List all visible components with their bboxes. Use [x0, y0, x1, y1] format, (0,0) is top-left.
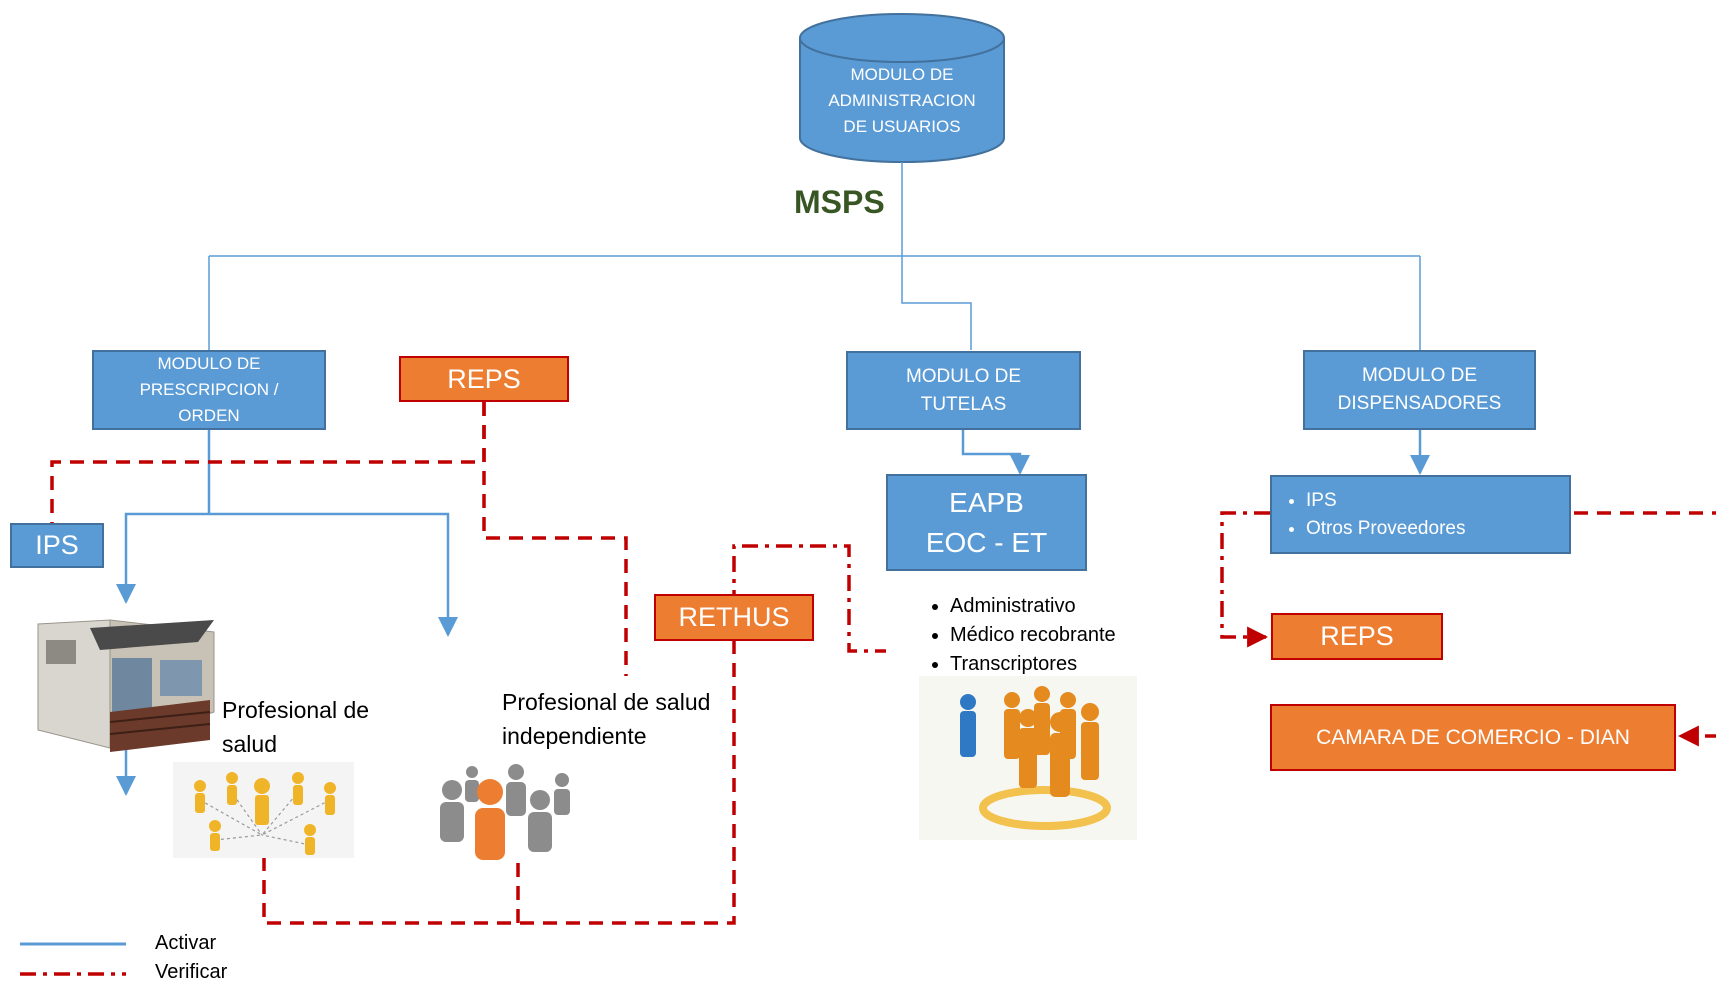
tutelas-roles: Administrativo Médico recobrante Transcr… — [900, 592, 1116, 679]
legend-activar: Activar — [155, 932, 217, 954]
profesional-indep-line-1: Profesional de salud — [502, 689, 711, 715]
root-line-3: DE USUARIOS — [843, 117, 961, 136]
health-network-image — [173, 762, 354, 858]
roles-list: Administrativo Médico recobrante Transcr… — [900, 592, 1116, 679]
independent-professional-image — [440, 764, 570, 860]
dispensadores-providers: IPS Otros Proveedores — [1270, 475, 1571, 554]
modulo-administracion-usuarios: MODULO DE ADMINISTRACION DE USUARIOS — [800, 56, 1004, 146]
activar-arrows — [116, 430, 1430, 796]
legend-verificar: Verificar — [155, 961, 228, 983]
modulo-dispensadores: MODULO DE DISPENSADORES — [1303, 350, 1536, 430]
root-line-1: MODULO DE — [850, 65, 954, 84]
providers-list: IPS Otros Proveedores — [1284, 487, 1465, 543]
prescripcion-line-2: PRESCRIPCION / — [139, 380, 279, 399]
eapb-line-1: EAPB — [949, 486, 1024, 518]
reps-right: REPS — [1271, 613, 1443, 660]
profesional-salud-label: Profesional de salud — [222, 693, 369, 761]
role-medico-recobrante: Médico recobrante — [950, 621, 1116, 650]
modulo-prescripcion: MODULO DE PRESCRIPCION / ORDEN — [92, 350, 326, 430]
tutelas-line-1: MODULO DE — [905, 365, 1022, 387]
profesional-salud-line-2: salud — [222, 731, 277, 757]
ips-left: IPS — [10, 523, 104, 568]
database-cylinder — [799, 13, 1005, 163]
dispensadores-line-2: DISPENSADORES — [1337, 393, 1502, 414]
eapb-eoc-et: EAPB EOC - ET — [886, 474, 1087, 571]
legend-lines — [20, 942, 126, 976]
eapb-line-2: EOC - ET — [925, 526, 1048, 558]
prescripcion-line-3: ORDEN — [178, 406, 240, 425]
camara-comercio-dian: CAMARA DE COMERCIO - DIAN — [1270, 704, 1676, 771]
role-administrativo: Administrativo — [950, 592, 1116, 621]
rethus: RETHUS — [654, 594, 814, 641]
activar-connectors — [208, 162, 1421, 350]
prescripcion-line-1: MODULO DE — [157, 354, 261, 373]
team-people-image — [919, 676, 1137, 840]
modulo-tutelas: MODULO DE TUTELAS — [846, 351, 1081, 430]
msps-label: MSPS — [794, 184, 885, 220]
provider-otros: Otros Proveedores — [1306, 515, 1465, 543]
profesional-independiente-label: Profesional de salud independiente — [502, 685, 710, 753]
reps-left: REPS — [399, 356, 569, 402]
tutelas-line-2: TUTELAS — [920, 393, 1007, 415]
dispensadores-line-1: MODULO DE — [1361, 365, 1478, 386]
verificar-connectors — [50, 402, 1716, 925]
verificar-dashdot — [732, 511, 1270, 653]
clinic-building-image — [37, 619, 215, 752]
profesional-salud-line-1: Profesional de — [222, 697, 370, 723]
root-line-2: ADMINISTRACION — [828, 91, 976, 110]
role-transcriptores: Transcriptores — [950, 650, 1116, 679]
provider-ips: IPS — [1306, 487, 1465, 515]
profesional-indep-line-2: independiente — [502, 723, 647, 749]
